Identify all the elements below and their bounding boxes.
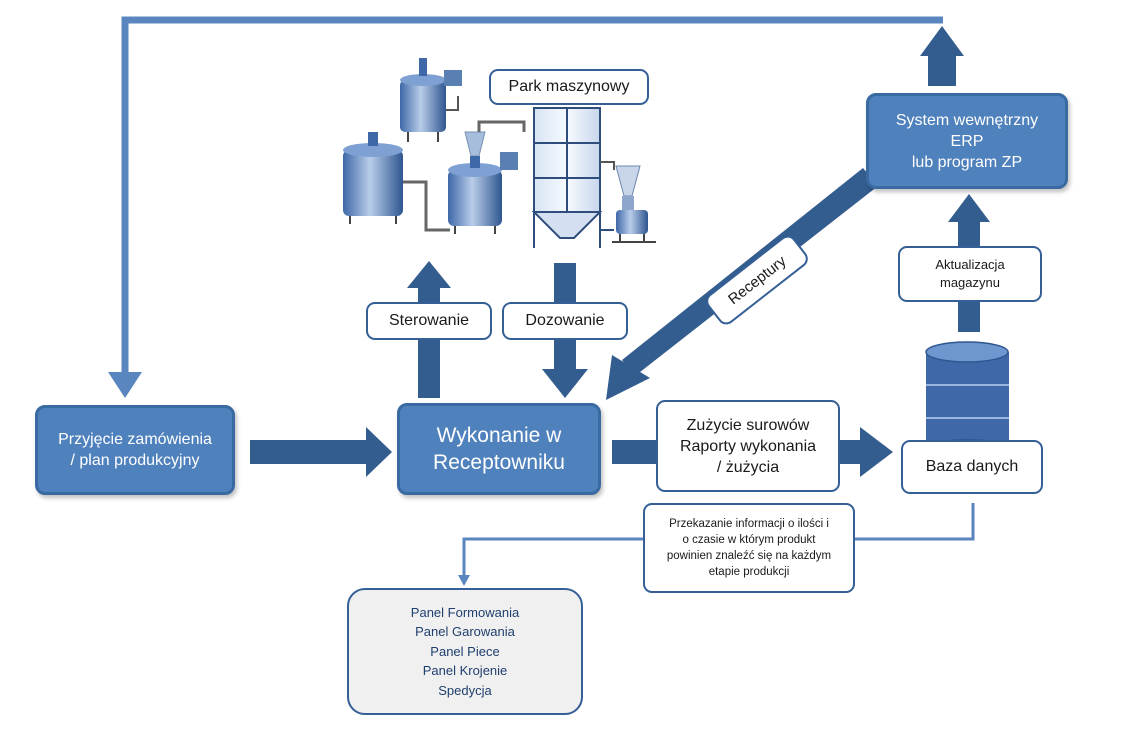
- erp-up-arrow: [920, 26, 964, 86]
- zuzycie-label: Zużycie surowów Raporty wykonania / żuży…: [656, 400, 840, 492]
- park-label-text: Park maszynowy: [508, 78, 630, 95]
- panel-formowania: Panel Formowania: [410, 604, 520, 620]
- przyjecie-line-2: / plan produkcyjny: [70, 452, 200, 469]
- erp-line-3: lub program ZP: [911, 153, 1023, 171]
- erp-line-2: ERP: [950, 132, 984, 150]
- sterowanie-text: Sterowanie: [388, 312, 470, 329]
- erp-line-1: System wewnętrzny: [895, 111, 1039, 129]
- aktualizacja-label: Aktualizacja magazynu: [898, 246, 1042, 302]
- przekazanie-line-4: etapie produkcji: [708, 566, 790, 578]
- przekazanie-line-2: o czasie w którym produkt: [682, 534, 816, 546]
- przyjecie-to-wykonanie-arrow: [250, 427, 392, 477]
- machine-park-illustration: [343, 58, 656, 248]
- przyjecie-line-1: Przyjęcie zamówienia: [58, 431, 212, 448]
- spedycja: Spedycja: [438, 682, 492, 698]
- baza-node: Baza danych: [901, 440, 1043, 494]
- panel-garowania: Panel Garowania: [415, 624, 515, 640]
- wykonanie-line-1: Wykonanie w: [436, 424, 562, 447]
- panel-krojenie: Panel Krojenie: [422, 663, 508, 679]
- feedback-loop-connector: [108, 16, 943, 398]
- panele-node: Panel Formowania Panel Garowania Panel P…: [347, 588, 583, 715]
- aktualizacja-line-2: magazynu: [940, 275, 1000, 290]
- erp-node: System wewnętrzny ERP lub program ZP: [866, 93, 1068, 189]
- przekazanie-line-1: Przekazanie informacji o ilości i: [669, 518, 829, 530]
- wykonanie-node: Wykonanie w Receptowniku: [397, 403, 601, 495]
- panel-piece: Panel Piece: [430, 643, 500, 659]
- przyjecie-node: Przyjęcie zamówienia / plan produkcyjny: [35, 405, 235, 495]
- baza-label: Baza danych: [925, 458, 1019, 475]
- dozowanie-label: Dozowanie: [502, 302, 628, 340]
- zuzycie-line-2: Raporty wykonania: [679, 437, 817, 455]
- przekazanie-label: Przekazanie informacji o ilości i o czas…: [643, 503, 855, 593]
- przekazanie-line-3: powinien znaleźć się na każdym: [666, 550, 832, 562]
- wykonanie-line-2: Receptowniku: [433, 451, 565, 474]
- park-maszynowy-label: Park maszynowy: [489, 69, 649, 105]
- zuzycie-line-1: Zużycie surowów: [686, 416, 810, 434]
- dozowanie-text: Dozowanie: [525, 312, 605, 329]
- sterowanie-label: Sterowanie: [366, 302, 492, 340]
- zuzycie-line-3: / żużycia: [716, 458, 780, 476]
- aktualizacja-line-1: Aktualizacja: [935, 257, 1005, 272]
